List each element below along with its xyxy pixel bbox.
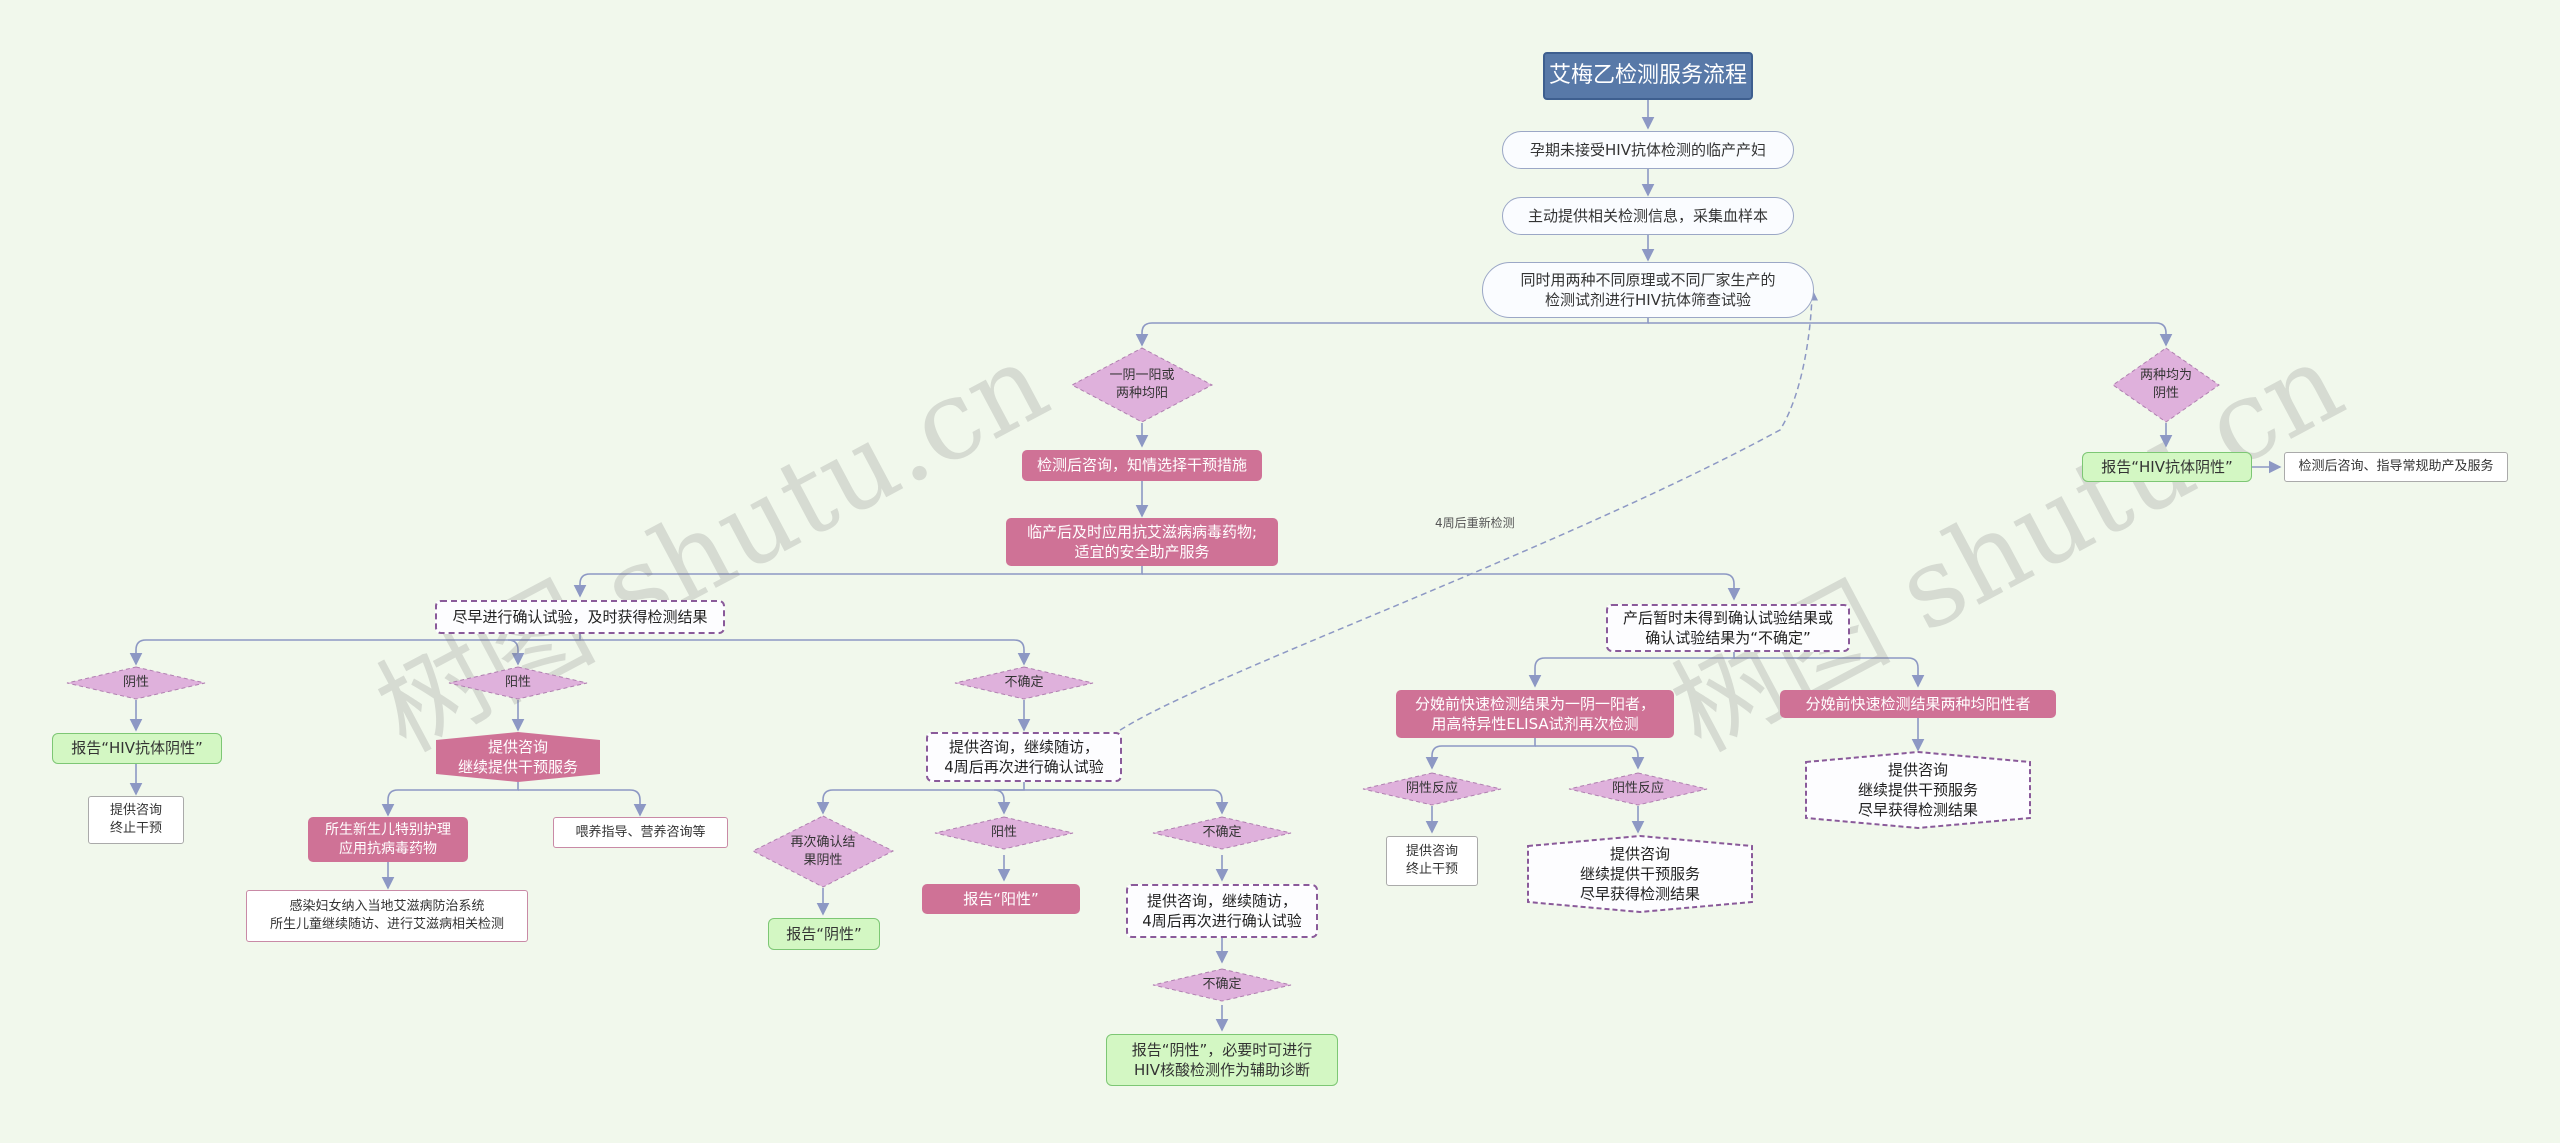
diamond-label: 阴性反应 — [1405, 781, 1458, 797]
node-postpartum-uncertain: 产后暂时未得到确认试验结果或 确认试验结果为“不确定” — [1606, 604, 1850, 652]
node-report-negative-nucleic-acid: 报告“阴性”，必要时可进行 HIV核酸检测作为辅助诊断 — [1106, 1034, 1338, 1086]
node-routine-midwifery: 检测后咨询、指导常规助产及服务 — [2284, 452, 2508, 482]
node-report-positive: 报告“阳性” — [922, 884, 1080, 914]
diamond-positive: 阳性 — [448, 666, 588, 700]
diamond-negative: 阴性 — [66, 666, 206, 700]
node-aids-prevention-system: 感染妇女纳入当地艾滋病防治系统 所生儿童继续随访、进行艾滋病相关检测 — [246, 890, 528, 942]
node-report-hiv-negative: 报告“HIV抗体阴性” — [52, 733, 222, 764]
node-screening-test: 同时用两种不同原理或不同厂家生产的 检测试剂进行HIV抗体筛查试验 — [1482, 262, 1814, 318]
node-antiviral-drugs: 临产后及时应用抗艾滋病病毒药物; 适宜的安全助产服务 — [1006, 518, 1278, 566]
node-report-hiv-negative-2: 报告“HIV抗体阴性” — [2082, 452, 2252, 482]
node-followup-4-weeks-2: 提供咨询，继续随访， 4周后再次进行确认试验 — [1126, 884, 1318, 938]
node-collect-blood: 主动提供相关检测信息，采集血样本 — [1502, 197, 1794, 235]
node-continue-intervention: 提供咨询 继续提供干预服务 — [436, 732, 600, 782]
recheck-label: 4周后重新检测 — [1432, 514, 1518, 531]
node-continue-intervention-2: 提供咨询 继续提供干预服务 尽早获得检测结果 — [1527, 834, 1753, 914]
node-report-negative: 报告“阴性” — [768, 918, 880, 950]
diamond-label: 两种均为 阴性 — [2139, 368, 2192, 401]
node-stop-intervention: 提供咨询 终止干预 — [88, 796, 184, 844]
diamond-label: 阳性 — [990, 825, 1017, 841]
node-post-test-consult: 检测后咨询，知情选择干预措施 — [1022, 450, 1262, 481]
node-followup-4-weeks: 提供咨询，继续随访， 4周后再次进行确认试验 — [926, 732, 1122, 782]
diamond-uncertain-2: 不确定 — [1152, 816, 1292, 850]
node-confirmatory-test: 尽早进行确认试验，及时获得检测结果 — [435, 600, 725, 634]
node-elisa-retest: 分娩前快速检测结果为一阴一阳者， 用高特异性ELISA试剂再次检测 — [1396, 690, 1674, 738]
node-label: 提供咨询 继续提供干预服务 尽早获得检测结果 — [1579, 844, 1700, 904]
flow-title: 艾梅乙检测服务流程 — [1543, 52, 1753, 100]
diamond-label: 再次确认结 果阴性 — [790, 834, 856, 868]
node-both-positive: 分娩前快速检测结果两种均阳性者 — [1780, 690, 2056, 718]
diamond-label: 一阴一阳或 两种均阳 — [1109, 368, 1175, 401]
diamond-label: 阳性反应 — [1611, 781, 1664, 797]
node-feeding-guidance: 喂养指导、营养咨询等 — [553, 817, 728, 848]
diamond-reconfirm-negative: 再次确认结 果阴性 — [751, 815, 895, 888]
diamond-negative-reaction: 阴性反应 — [1362, 772, 1502, 806]
diamond-label: 阳性 — [504, 675, 531, 691]
node-newborn-care: 所生新生儿特别护理 应用抗病毒药物 — [308, 817, 468, 862]
node-continue-intervention-3: 提供咨询 继续提供干预服务 尽早获得检测结果 — [1805, 750, 2031, 830]
diamond-positive-2: 阳性 — [934, 816, 1074, 850]
node-label: 提供咨询 继续提供干预服务 — [457, 737, 578, 776]
diamond-label: 不确定 — [1202, 977, 1242, 993]
diamond-label: 阴性 — [122, 675, 149, 691]
diamond-positive-reaction: 阳性反应 — [1568, 772, 1708, 806]
diamond-label: 不确定 — [1004, 675, 1044, 691]
diamond-both-negative: 两种均为 阴性 — [2112, 347, 2220, 423]
diamond-one-pos-or-both-pos: 一阴一阳或 两种均阳 — [1070, 347, 1214, 423]
node-stop-intervention-2: 提供咨询 终止干预 — [1386, 836, 1478, 886]
diamond-uncertain: 不确定 — [954, 666, 1094, 700]
node-label: 提供咨询 继续提供干预服务 尽早获得检测结果 — [1857, 760, 1978, 820]
diamond-uncertain-3: 不确定 — [1152, 968, 1292, 1002]
diamond-label: 不确定 — [1202, 825, 1242, 841]
node-pregnant-woman: 孕期未接受HIV抗体检测的临产产妇 — [1502, 131, 1794, 169]
